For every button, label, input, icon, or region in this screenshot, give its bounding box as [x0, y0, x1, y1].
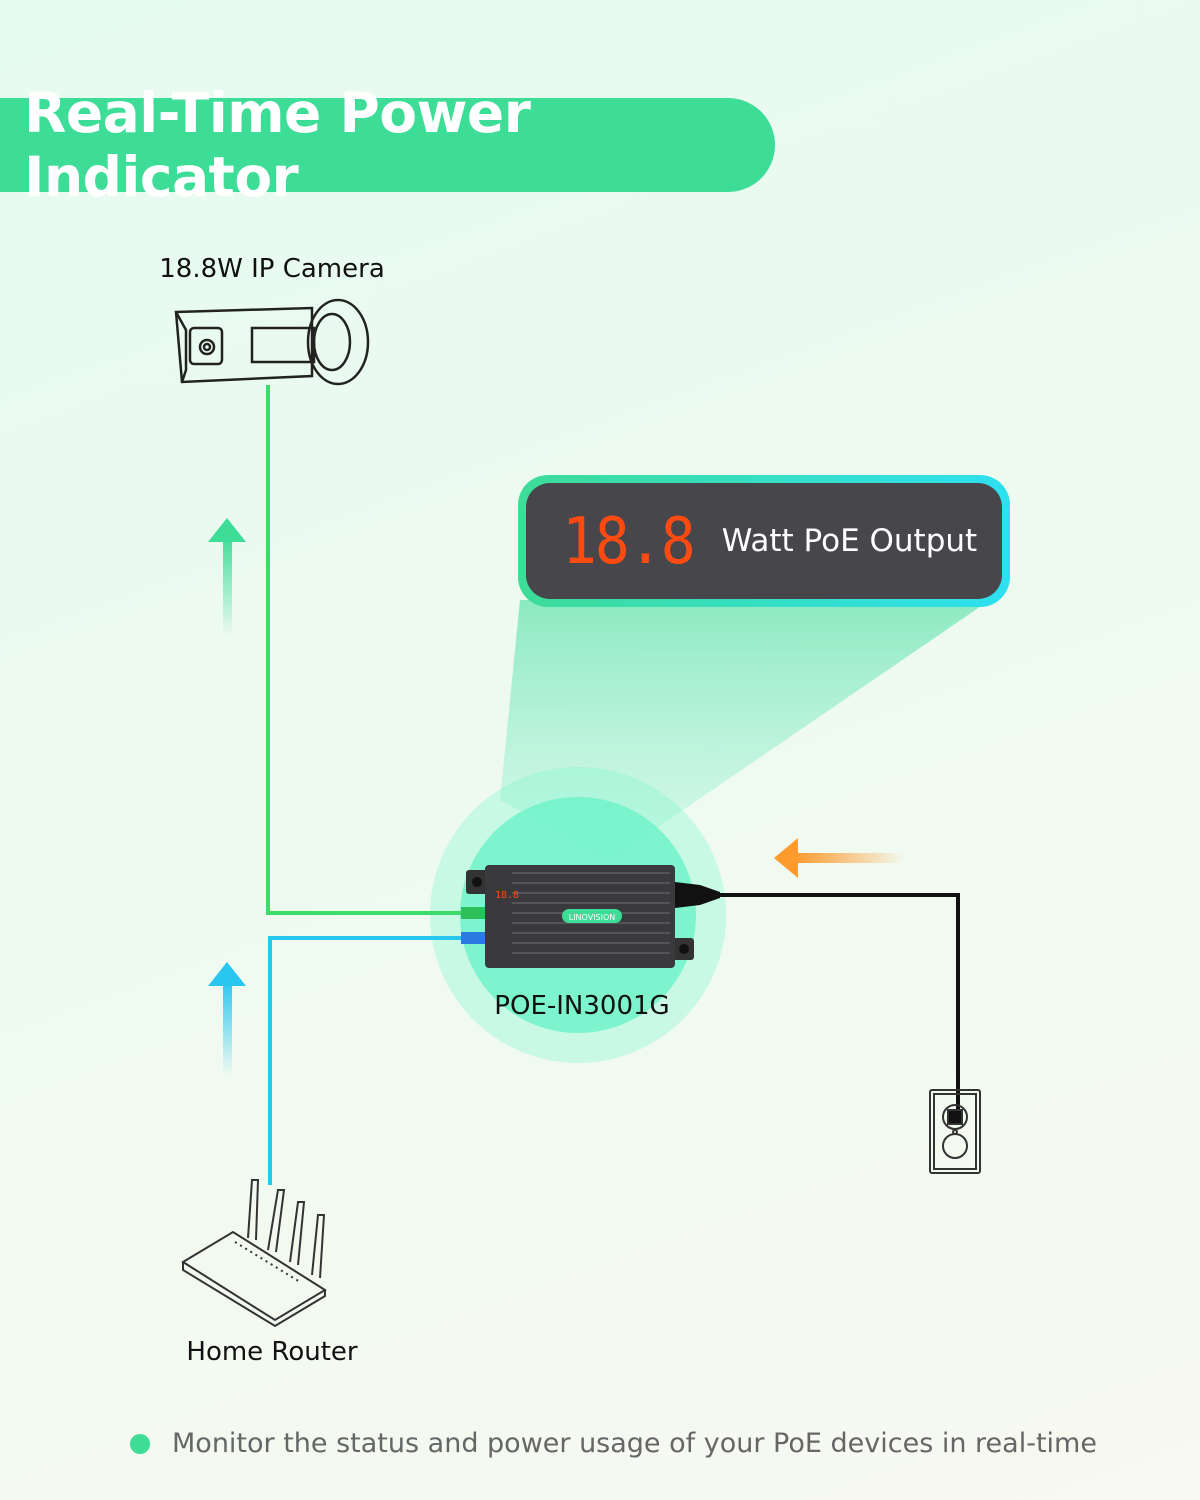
bullet-dot-icon	[130, 1433, 150, 1454]
title-banner: Real-Time Power Indicator	[0, 81, 775, 209]
display-beam	[500, 600, 990, 860]
poe-injector-device: 18.8 LINOVISION	[461, 865, 720, 968]
svg-text:18.8: 18.8	[495, 890, 519, 901]
power-display-panel: 18.8 Watt PoE Output	[518, 475, 1010, 607]
display-value: 18.8	[562, 503, 696, 579]
power-arrow-icon	[774, 838, 905, 878]
router-label: Home Router	[186, 1337, 358, 1367]
router-cable	[268, 936, 480, 1185]
wall-outlet-icon	[929, 1089, 981, 1174]
display-label: Watt PoE Output	[721, 523, 978, 559]
page-title: Real-Time Power Indicator	[24, 81, 531, 209]
upload-arrow-green-icon	[208, 518, 246, 635]
footer-note: Monitor the status and power usage of yo…	[130, 1428, 1097, 1459]
footer-text: Monitor the status and power usage of yo…	[172, 1428, 1097, 1459]
home-router-icon	[181, 1179, 327, 1328]
ip-camera-icon	[174, 298, 370, 386]
device-model-label: POE-IN3001G	[494, 991, 670, 1021]
device-brand-label: LINOVISION	[569, 913, 616, 922]
upload-arrow-blue-icon	[208, 962, 246, 1075]
camera-label: 18.8W IP Camera	[159, 254, 385, 284]
power-cable	[700, 893, 960, 1120]
camera-cable	[266, 385, 480, 915]
